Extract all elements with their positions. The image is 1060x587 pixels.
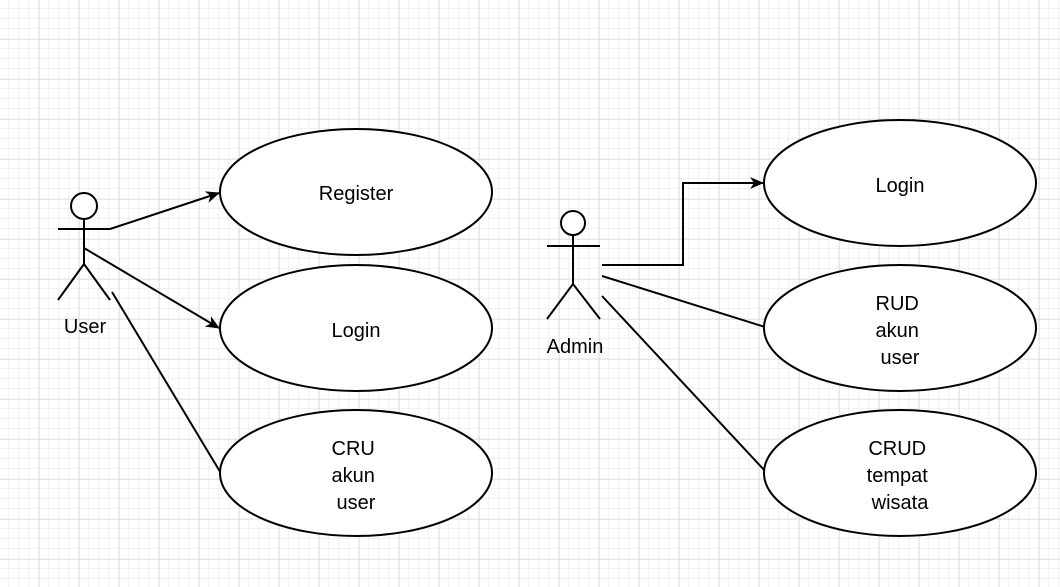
connection-admin-login[interactable] [602, 177, 764, 266]
use-case-admin-login-label: Login [876, 175, 925, 197]
connection-user-login[interactable] [83, 247, 220, 329]
use-case-rud-akun-user[interactable]: RUD akun user [763, 264, 1037, 392]
use-case-crud-tempat-wisata-label: CRUD tempat wisata [867, 438, 934, 514]
use-case-cru-akun-user-label: CRU akun user [332, 438, 381, 514]
connections [83, 177, 767, 476]
use-case-cru-akun-user[interactable]: CRU akun user [219, 409, 493, 537]
stick-figure-icon [546, 210, 601, 320]
use-case-rud-akun-user-label: RUD akun user [876, 293, 925, 369]
actor-user-label: User [64, 316, 107, 338]
actor-admin[interactable]: Admin [546, 210, 604, 358]
use-case-admin-login[interactable]: Login [763, 119, 1037, 247]
use-case-user-login[interactable]: Login [219, 264, 493, 392]
use-case-register-label: Register [319, 183, 394, 205]
use-case-register[interactable]: Register [219, 128, 493, 256]
use-case-user-login-label: Login [332, 320, 381, 342]
stick-figure-icon [57, 192, 111, 301]
actor-user[interactable]: User [57, 192, 111, 338]
connection-user-register[interactable] [109, 191, 220, 230]
use-case-crud-tempat-wisata[interactable]: CRUD tempat wisata [763, 409, 1037, 537]
connection-admin-crud-tempat-wisata[interactable] [601, 295, 767, 473]
connection-admin-rud-akun-user[interactable] [601, 275, 766, 328]
connection-user-cru-akun-user[interactable] [111, 291, 223, 476]
actor-admin-label: Admin [547, 336, 604, 358]
